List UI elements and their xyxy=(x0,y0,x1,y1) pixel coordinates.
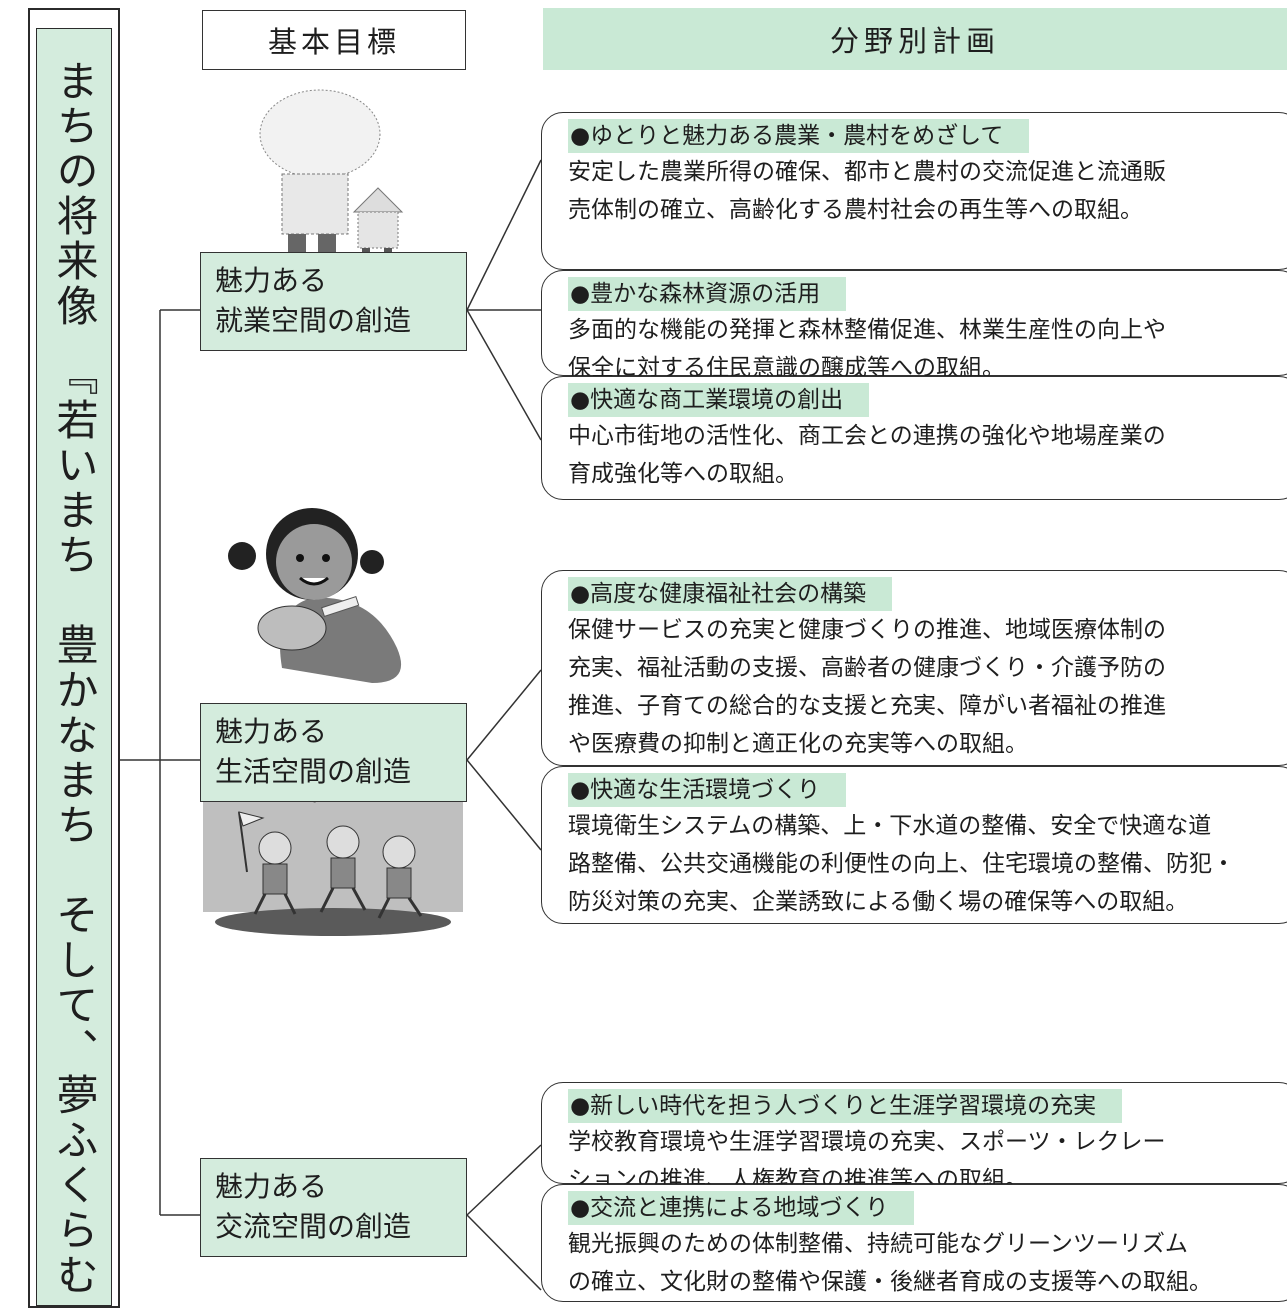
goal-box-living: 魅力ある 生活空間の創造 xyxy=(200,703,467,802)
goal-line-2: 交流空間の創造 xyxy=(215,1210,412,1243)
plan-link-5 xyxy=(466,759,542,851)
plan-body-line: 保健サービスの充実と健康づくりの推進、地域医療体制の xyxy=(568,617,1166,643)
plan-body-line: 中心市街地の活性化、商工会との連携の強化や地場産業の xyxy=(568,423,1166,449)
plan-title: ●交流と連携による地域づくり xyxy=(568,1191,915,1225)
plan-box-agriculture: ●ゆとりと魅力ある農業・農村をめざして 安定した農業所得の確保、都市と農村の交流… xyxy=(541,112,1287,270)
plan-link-3 xyxy=(466,309,542,441)
plan-body-line: 育成強化等への取組。 xyxy=(568,461,798,487)
basic-goal-header: 基本目標 xyxy=(202,10,466,70)
plan-body-line: 学校教育環境や生涯学習環境の充実、スポーツ・レクレー xyxy=(568,1129,1166,1155)
plan-title: ●新しい時代を担う人づくりと生涯学習環境の充実 xyxy=(568,1089,1123,1123)
plan-title: ●高度な健康福祉社会の構築 xyxy=(568,577,893,611)
plan-body-line: 安定した農業所得の確保、都市と農村の交流促進と流通販 xyxy=(568,159,1166,185)
plan-body-line: 多面的な機能の発揮と森林整備促進、林業生産性の向上や xyxy=(568,317,1166,343)
plan-link-4 xyxy=(466,669,542,761)
farmer-illustration xyxy=(259,89,404,278)
plan-body-line: 路整備、公共交通機能の利便性の向上、住宅環境の整備、防犯・ xyxy=(568,851,1235,877)
plan-body-line: 防災対策の充実、企業誘致による働く場の確保等への取組。 xyxy=(568,889,1189,915)
plan-body-line: 推進、子育ての総合的な支援と充実、障がい者福祉の推進 xyxy=(568,693,1166,719)
goal-line-1: 魅力ある xyxy=(215,715,328,748)
goal-line-1: 魅力ある xyxy=(215,264,328,297)
plan-box-lifelong-learning: ●新しい時代を担う人づくりと生涯学習環境の充実 学校教育環境や生涯学習環境の充実… xyxy=(541,1082,1287,1193)
children-running-illustration xyxy=(203,780,463,936)
plan-body-line: や医療費の抑制と適正化の充実等への取組。 xyxy=(568,731,1028,757)
plan-body-line: 充実、福祉活動の支援、高齢者の健康づくり・介護予防の xyxy=(568,655,1166,681)
vision-banner: まちの将来像 『若いまち 豊かなまち そして、夢ふくらむ あさぎり町』 xyxy=(28,8,120,1308)
plan-link-1 xyxy=(466,159,542,311)
goal-box-exchange: 魅力ある 交流空間の創造 xyxy=(200,1158,467,1257)
vision-banner-inner: まちの将来像 『若いまち 豊かなまち そして、夢ふくらむ あさぎり町』 xyxy=(36,28,112,1306)
plan-link-6 xyxy=(466,1144,542,1216)
sector-plan-header: 分野別計画 xyxy=(543,8,1287,70)
goal-box-employment: 魅力ある 就業空間の創造 xyxy=(200,252,467,351)
plan-box-commerce: ●快適な商工業環境の創出 中心市街地の活性化、商工会との連携の強化や地場産業の … xyxy=(541,376,1287,500)
mother-baby-illustration xyxy=(228,508,402,683)
plan-title: ●豊かな森林資源の活用 xyxy=(568,277,847,311)
goal-line-2: 就業空間の創造 xyxy=(215,304,412,337)
plan-box-regional-exchange: ●交流と連携による地域づくり 観光振興のための体制整備、持続可能なグリーンツーリ… xyxy=(541,1184,1287,1302)
plan-box-health-welfare: ●高度な健康福祉社会の構築 保健サービスの充実と健康づくりの推進、地域医療体制の… xyxy=(541,570,1287,766)
plan-title: ●ゆとりと魅力ある農業・農村をめざして xyxy=(568,119,1030,153)
plan-body-line: 環境衛生システムの構築、上・下水道の整備、安全で快適な道 xyxy=(568,813,1212,839)
plan-body-line: 売体制の確立、高齢化する農村社会の再生等への取組。 xyxy=(568,197,1143,223)
plan-link-7 xyxy=(466,1214,542,1291)
plan-box-living-environment: ●快適な生活環境づくり 環境衛生システムの構築、上・下水道の整備、安全で快適な道… xyxy=(541,766,1287,924)
plan-title: ●快適な商工業環境の創出 xyxy=(568,383,870,417)
vision-text: まちの将来像 『若いまち 豊かなまち そして、夢ふくらむ あさぎり町』 xyxy=(50,59,99,1313)
plan-body-line: 観光振興のための体制整備、持続可能なグリーンツーリズム xyxy=(568,1231,1188,1257)
plan-title: ●快適な生活環境づくり xyxy=(568,773,847,807)
goal-line-2: 生活空間の創造 xyxy=(215,755,412,788)
goal-line-1: 魅力ある xyxy=(215,1170,328,1203)
plan-body-line: の確立、文化財の整備や保護・後継者育成の支援等への取組。 xyxy=(568,1269,1212,1295)
plan-box-forest: ●豊かな森林資源の活用 多面的な機能の発揮と森林整備促進、林業生産性の向上や 保… xyxy=(541,270,1287,381)
